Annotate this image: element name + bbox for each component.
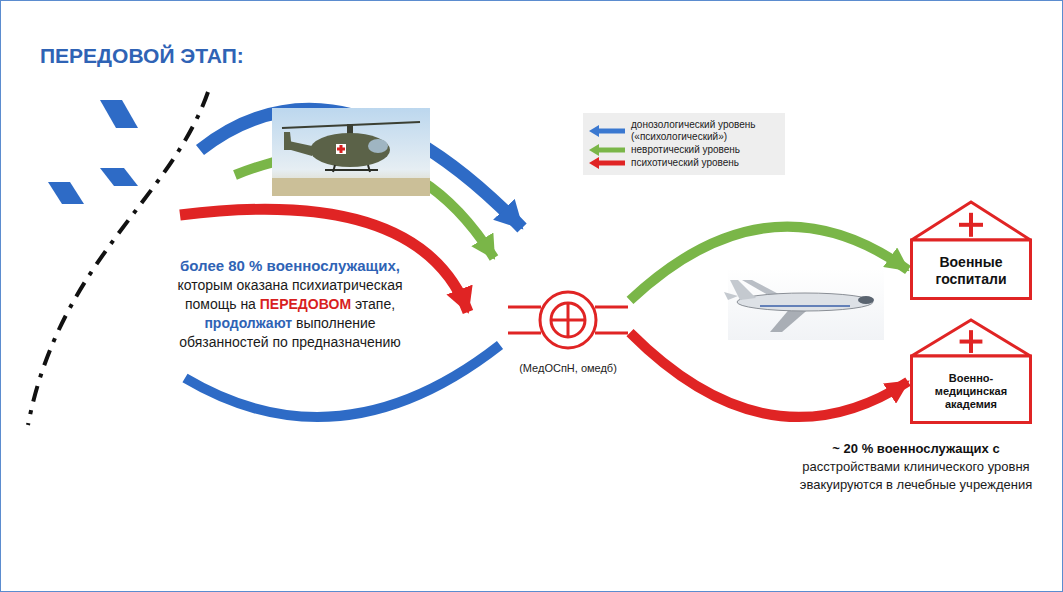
evacuation-arrow (630, 333, 908, 417)
note-text: более 80 % военнослужащих, (180, 257, 400, 274)
note-text: продолжают (204, 315, 292, 331)
legend-arrow (587, 144, 627, 156)
legend-row: донозологический уровень («психологическ… (587, 119, 781, 143)
blue-diamond (100, 168, 138, 186)
legend-arrow-shape (589, 125, 625, 137)
medical-unit-symbol (508, 282, 628, 358)
node-label: Военно-медицинская академия (916, 372, 1026, 411)
node-text-wrap: Военные госпитали (910, 254, 1032, 288)
medical-unit: (МедОСпН, омедб) (508, 282, 628, 374)
legend-text: невротический уровень (631, 144, 779, 156)
blue-return-arc (185, 345, 500, 417)
blue-diamond (48, 182, 84, 204)
note-line: продолжают выполнение обязанностей по пр… (168, 314, 412, 352)
note-text: расстройствами клинического уровня эваку… (800, 459, 1032, 492)
legend-arrow (587, 157, 627, 169)
node-label: (МедОСпН, омедб) (508, 362, 628, 374)
legend-arrow-shape (589, 144, 625, 156)
note-line: расстройствами клинического уровня эваку… (775, 458, 1057, 494)
legend-arrow-shape (589, 157, 625, 169)
evacuation-arrow (630, 227, 908, 301)
legend-box: донозологический уровень («психологическ… (583, 113, 785, 175)
legend-row: психотический уровень (587, 157, 781, 169)
legend-row: невротический уровень (587, 144, 781, 156)
transport-plane (724, 268, 884, 340)
note-text: этапе, (355, 296, 395, 312)
note-line: более 80 % военнослужащих, (168, 256, 412, 276)
note-text: ПЕРЕДОВОМ (260, 296, 351, 312)
central-note: более 80 % военнослужащих, которым оказан… (168, 256, 412, 352)
legend-text: донозологический уровень («психологическ… (631, 119, 779, 143)
note-text: ~ 20 % военнослужащих с (832, 441, 999, 456)
note-line: которым оказана психиатрическая помощь н… (168, 276, 412, 314)
blue-markers (48, 100, 138, 204)
legend-text: психотический уровень (631, 157, 779, 169)
hospital-box: Военные госпитали (910, 200, 1032, 300)
node-label: Военные госпитали (916, 254, 1026, 288)
blue-diamond (100, 100, 138, 128)
helicopter-photo (272, 108, 430, 196)
hospital-box: Военно-медицинская академия (910, 318, 1032, 424)
evacuation-note: ~ 20 % военнослужащих с расстройствами кл… (775, 440, 1057, 494)
node-text-wrap: (МедОСпН, омедб) (508, 362, 628, 374)
legend-arrow (587, 125, 627, 137)
page-title: ПЕРЕДОВОЙ ЭТАП: (40, 44, 244, 68)
note-line: ~ 20 % военнослужащих с (775, 440, 1057, 458)
node-text-wrap: Военно-медицинская академия (910, 372, 1032, 411)
